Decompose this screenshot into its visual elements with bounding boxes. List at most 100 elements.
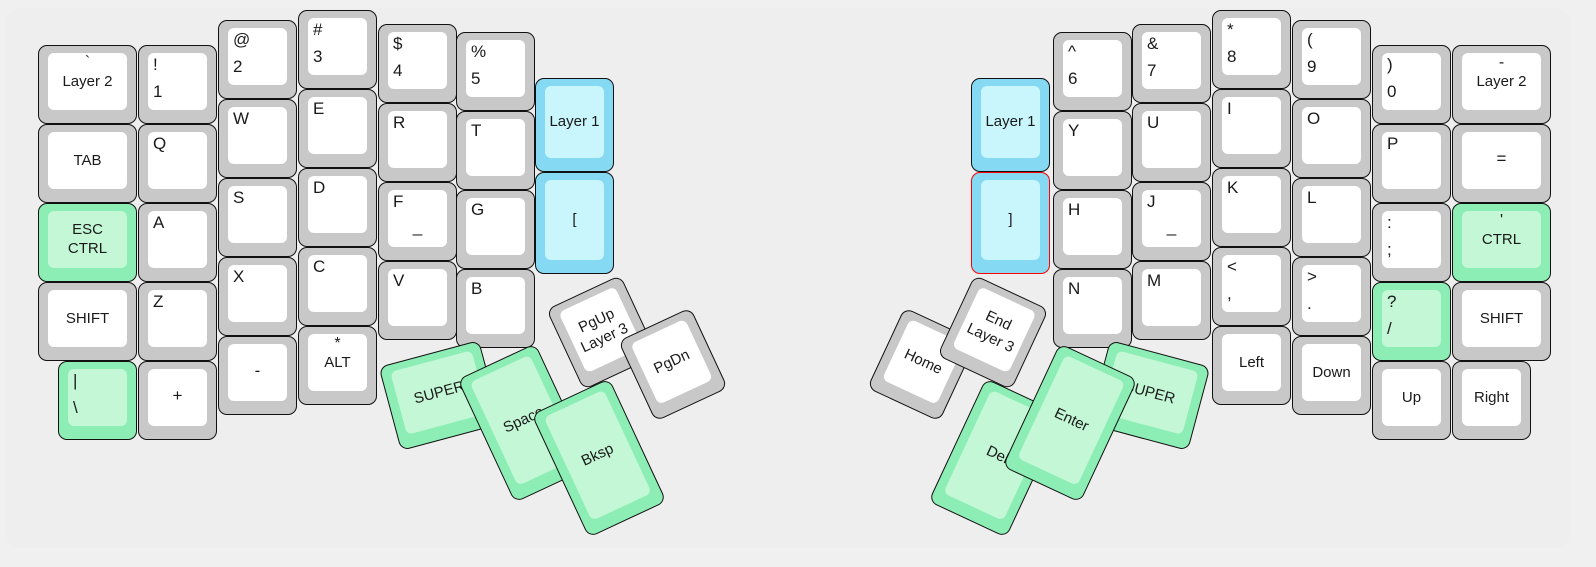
key-cap xyxy=(1302,28,1361,85)
key-s[interactable]: S xyxy=(218,178,297,257)
key-cap xyxy=(228,107,287,164)
key-q[interactable]: Q xyxy=(138,124,217,203)
key-cap xyxy=(543,389,652,521)
key-cap xyxy=(630,318,714,405)
key-e[interactable]: E xyxy=(298,89,377,168)
key-cap xyxy=(308,18,367,75)
key-2[interactable]: @2 xyxy=(218,20,297,99)
key-m[interactable]: M xyxy=(1132,261,1211,340)
key-n[interactable]: N xyxy=(1053,269,1132,348)
key-c[interactable]: C xyxy=(298,247,377,326)
key-cap xyxy=(388,269,447,326)
key-pipe-backslash[interactable]: |\ xyxy=(58,361,137,440)
key-cap xyxy=(466,119,525,176)
key-layer1-left[interactable]: Layer 1 xyxy=(535,78,614,172)
key-cap xyxy=(952,286,1037,374)
key-quote-ctrl[interactable]: 'CTRL xyxy=(1452,203,1551,282)
key-w[interactable]: W xyxy=(218,99,297,178)
key-r[interactable]: R xyxy=(378,103,457,182)
key-cap xyxy=(981,86,1040,158)
key-4[interactable]: $4 xyxy=(378,24,457,103)
key-t[interactable]: T xyxy=(456,111,535,190)
key-u[interactable]: U xyxy=(1132,103,1211,182)
key-cap xyxy=(148,132,207,189)
key-cap xyxy=(148,290,207,347)
key-shift-left[interactable]: SHIFT xyxy=(38,282,137,361)
key-0[interactable]: )0 xyxy=(1372,45,1451,124)
key-cap xyxy=(1222,176,1281,233)
key-g[interactable]: G xyxy=(456,190,535,269)
key-cap xyxy=(1063,40,1122,97)
key-plus[interactable]: + xyxy=(138,361,217,440)
key-j[interactable]: J_ xyxy=(1132,182,1211,261)
key-i[interactable]: I xyxy=(1212,89,1291,168)
key-cap xyxy=(228,344,287,401)
key-slash[interactable]: ?/ xyxy=(1372,282,1451,361)
key-b[interactable]: B xyxy=(456,269,535,348)
key-bracket-right[interactable]: ] xyxy=(971,172,1050,274)
key-minus[interactable]: - xyxy=(218,336,297,415)
key-cap xyxy=(228,265,287,322)
key-semicolon[interactable]: :; xyxy=(1372,203,1451,282)
key-x[interactable]: X xyxy=(218,257,297,336)
key-cap xyxy=(48,290,127,347)
key-tab[interactable]: TAB xyxy=(38,124,137,203)
key-3[interactable]: #3 xyxy=(298,10,377,89)
key-8[interactable]: *8 xyxy=(1212,10,1291,89)
key-6[interactable]: ^6 xyxy=(1053,32,1132,111)
key-cap xyxy=(545,86,604,158)
key-cap xyxy=(308,176,367,233)
key-cap xyxy=(1017,354,1126,486)
key-cap xyxy=(48,53,127,110)
key-cap xyxy=(1222,97,1281,154)
key-right[interactable]: Right xyxy=(1452,361,1531,440)
key-cap xyxy=(308,334,367,391)
key-cap xyxy=(48,211,127,268)
key-bracket-left[interactable]: [ xyxy=(535,172,614,274)
key-cap xyxy=(1302,265,1361,322)
key-d[interactable]: D xyxy=(298,168,377,247)
key-left[interactable]: Left xyxy=(1212,326,1291,405)
key-down[interactable]: Down xyxy=(1292,336,1371,415)
key-7[interactable]: &7 xyxy=(1132,24,1211,103)
key-cap xyxy=(1462,369,1521,426)
key-k[interactable]: K xyxy=(1212,168,1291,247)
key-cap xyxy=(1063,198,1122,255)
key-shift-right[interactable]: SHIFT xyxy=(1452,282,1551,361)
key-a[interactable]: A xyxy=(138,203,217,282)
key-v[interactable]: V xyxy=(378,261,457,340)
key-o[interactable]: O xyxy=(1292,99,1371,178)
key-p[interactable]: P xyxy=(1372,124,1451,203)
key-9[interactable]: (9 xyxy=(1292,20,1371,99)
key-cap xyxy=(48,132,127,189)
key-1[interactable]: !1 xyxy=(138,45,217,124)
key-alt[interactable]: *ALT xyxy=(298,326,377,405)
key-up[interactable]: Up xyxy=(1372,361,1451,440)
key-cap xyxy=(1462,290,1541,347)
key-period[interactable]: >. xyxy=(1292,257,1371,336)
key-5[interactable]: %5 xyxy=(456,32,535,111)
key-comma[interactable]: <, xyxy=(1212,247,1291,326)
key-cap xyxy=(1302,186,1361,243)
key-cap xyxy=(1142,32,1201,89)
key-y[interactable]: Y xyxy=(1053,111,1132,190)
key-layer2-grave[interactable]: `Layer 2 xyxy=(38,45,137,124)
key-cap xyxy=(1382,211,1441,268)
key-equals[interactable]: = xyxy=(1452,124,1551,203)
key-cap xyxy=(308,97,367,154)
key-z[interactable]: Z xyxy=(138,282,217,361)
key-l[interactable]: L xyxy=(1292,178,1371,257)
key-minus-layer2[interactable]: -Layer 2 xyxy=(1452,45,1551,124)
key-cap xyxy=(1222,18,1281,75)
key-cap xyxy=(1382,369,1441,426)
key-cap xyxy=(981,180,1040,260)
key-h[interactable]: H xyxy=(1053,190,1132,269)
key-layer1-right[interactable]: Layer 1 xyxy=(971,78,1050,172)
key-f[interactable]: F_ xyxy=(378,182,457,261)
key-cap xyxy=(1462,211,1541,268)
key-cap xyxy=(1462,53,1541,110)
key-cap xyxy=(228,28,287,85)
key-cap xyxy=(1302,107,1361,164)
